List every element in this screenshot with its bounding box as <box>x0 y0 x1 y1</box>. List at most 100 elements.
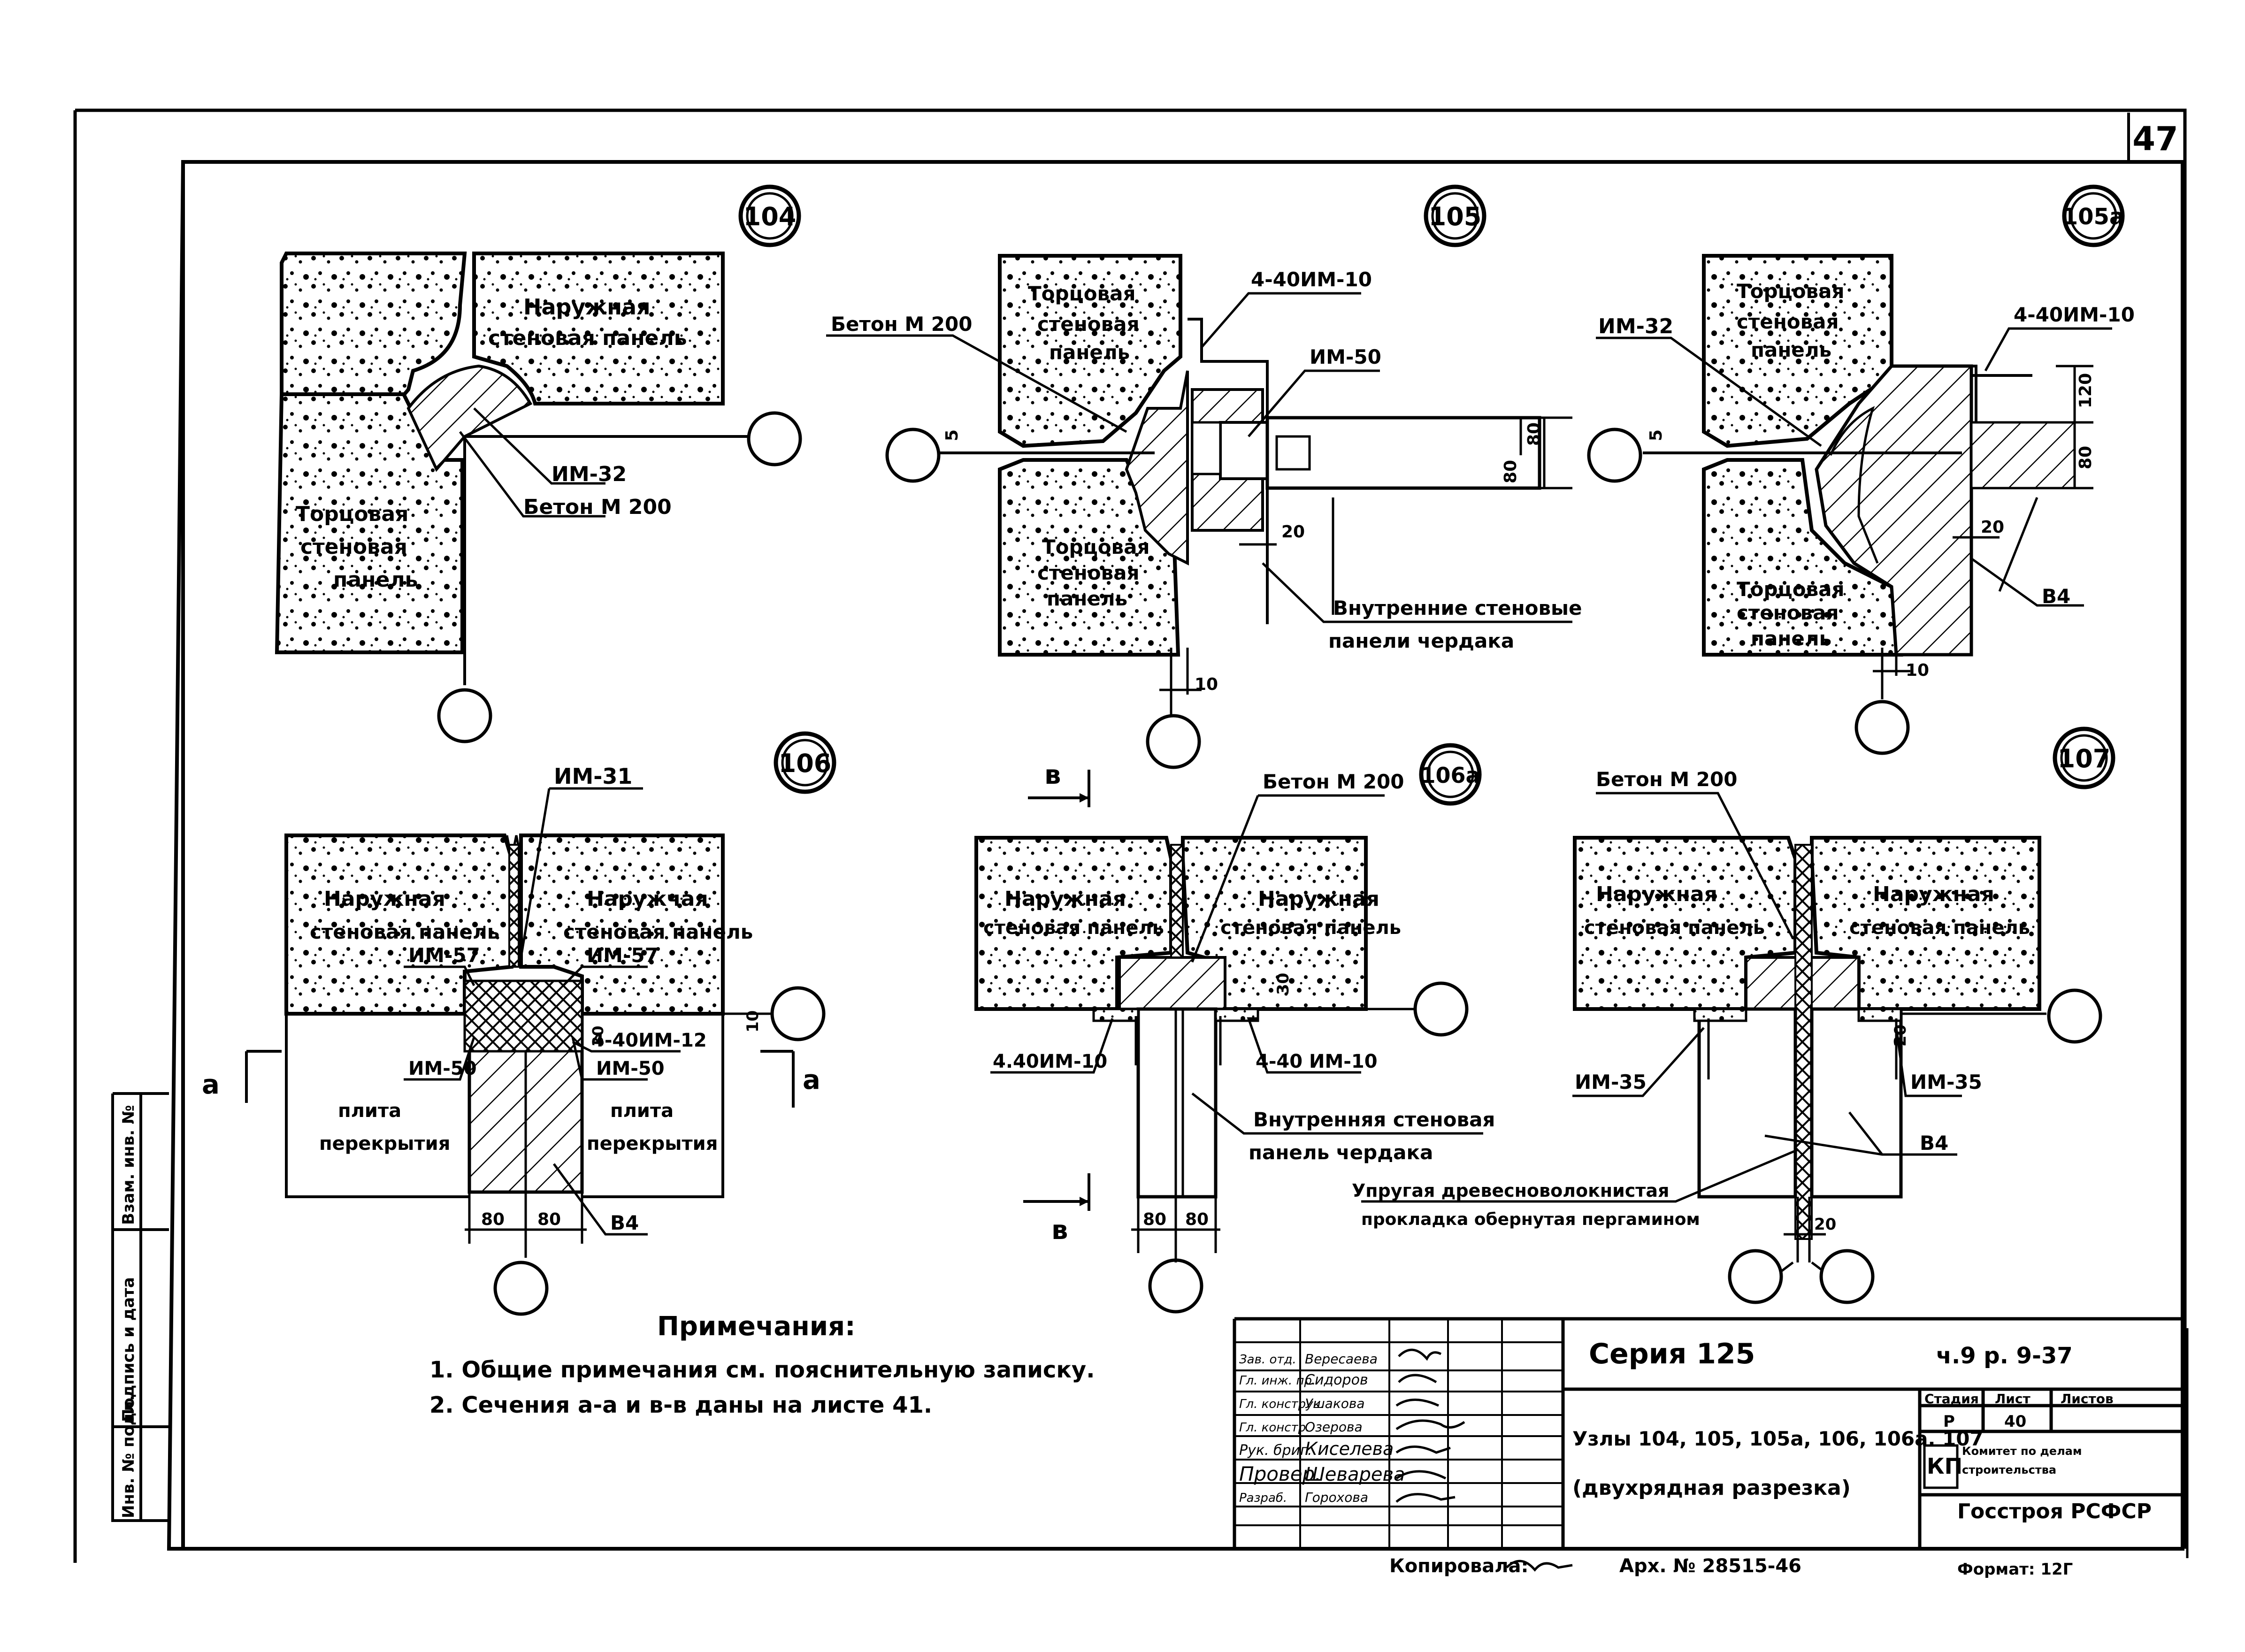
role-6: Провер. <box>1239 1462 1321 1485</box>
label-concrete: Бетон М 200 <box>523 495 672 519</box>
label-im31: ИМ-31 <box>554 764 632 789</box>
role-3: Гл. конструк. <box>1239 1397 1325 1411</box>
notes-line-1: 1. Общие примечания см. пояснительную за… <box>429 1357 1095 1383</box>
label-im-right: ИМ-35 <box>1910 1071 1982 1094</box>
node-marker: 105a <box>2062 204 2125 230</box>
node-106: 80 80 106 ИМ-31 Наружная стеновая панель… <box>202 731 836 1316</box>
label-end-panel-2: стеновая <box>300 535 407 559</box>
label-end-panel-top-1: Торцовая <box>1737 280 1844 303</box>
label-end-panel-top-3: панель <box>1049 341 1130 364</box>
label-im50-right: ИМ-50 <box>596 1058 665 1079</box>
stamp-signature-date: Подпись и дата <box>119 1277 138 1422</box>
label-inner-panels-1: Внутренние стеновые <box>1333 597 1582 620</box>
section-a-right: а <box>803 1065 820 1095</box>
label-im57-right: ИМ-57 <box>587 944 659 967</box>
label-im-right: 4-40 ИМ-10 <box>1256 1051 1378 1072</box>
label-end-panel-3: панель <box>333 568 418 592</box>
left-panel <box>974 836 1173 1011</box>
name-1: Вересаева <box>1305 1351 1378 1367</box>
label-right-panel-2: стеновая панель <box>1220 917 1401 939</box>
role-5: Рук. бриг. <box>1239 1442 1312 1459</box>
role-7: Разраб. <box>1239 1491 1287 1505</box>
dim-20: 20 <box>1981 518 2004 537</box>
label-end-panel-bottom-3: панель <box>1751 627 1831 650</box>
label-end-panel-top-2: стеновая <box>1037 313 1140 336</box>
notes-title: Примечания: <box>657 1311 855 1342</box>
sheet-number: 47 <box>2132 120 2178 158</box>
name-7: Горохова <box>1305 1490 1368 1505</box>
label-end-panel-bottom-1: Торцовая <box>1737 578 1844 601</box>
label-gasket-2: прокладка обернутая пергамином <box>1361 1210 1700 1229</box>
end-panel-top <box>998 254 1182 448</box>
label-left-panel-2: стеновая панель <box>310 920 499 943</box>
node-105a: 5 105a Торцовая стеновая панель Торцовая… <box>1587 184 2135 755</box>
dim-80b: 80 <box>1185 1210 1209 1229</box>
label-im-b: ИМ-50 <box>1310 345 1381 368</box>
dim-20: 20 <box>1281 522 1305 542</box>
label-left-panel-1: Наружная <box>324 887 445 911</box>
concrete-fill <box>1125 370 1189 566</box>
label-right-panel-1: Наружная <box>1258 887 1379 911</box>
part: ч.9 р. 9-37 <box>1936 1343 2073 1369</box>
im31-fill <box>508 844 520 968</box>
label-right-panel-1: Наружчая <box>587 887 708 911</box>
sheets-head: Листов <box>2061 1391 2114 1407</box>
section-b-top: в <box>1044 760 1061 790</box>
label-left-panel-1: Наружная <box>1596 882 1717 906</box>
right-panel <box>519 834 725 1016</box>
label-end-panel-bottom-2: стеновая <box>1737 601 1839 624</box>
archive-number: Арх. № 28515-46 <box>1619 1555 1801 1577</box>
dim-80a: 80 <box>1525 422 1544 446</box>
org-logo: КП <box>1927 1453 1962 1479</box>
label-slab-left-2: перекрытия <box>319 1133 450 1155</box>
concrete-fill <box>406 364 533 472</box>
label-inner-panel-2: панель чердака <box>1249 1141 1433 1164</box>
label-im40: 4-40ИМ-12 <box>591 1030 707 1051</box>
label-left-panel-1: Наружная <box>1004 887 1126 911</box>
node-marker: 105 <box>1429 202 1482 231</box>
end-panel <box>275 392 464 654</box>
org-line-1: Комитет по делам <box>1962 1445 2082 1458</box>
org-line-2: строительства <box>1962 1463 2056 1476</box>
sheet-frame <box>73 108 2187 1563</box>
title-block: Зав. отд. Гл. инж. пр. Гл. конструк. Гл.… <box>1233 1317 2189 1579</box>
role-1: Зав. отд. <box>1239 1353 1296 1367</box>
copied-label: Копировала: <box>1389 1555 1529 1577</box>
label-v4: В4 <box>610 1211 639 1234</box>
dim-10: 10 <box>743 1010 762 1032</box>
dim-80: 80 <box>2076 446 2095 469</box>
section-a-left: а <box>202 1070 220 1100</box>
label-slab-left-1: плита <box>338 1100 401 1122</box>
left-panel <box>1573 836 1797 1011</box>
role-2: Гл. инж. пр. <box>1239 1374 1316 1388</box>
label-slab-right-2: перекрытия <box>587 1133 718 1155</box>
node-107: 107 Бетон М 200 Наружная стеновая панель… <box>1352 727 2115 1304</box>
label-right-panel-2: стеновая панель <box>1849 917 2030 939</box>
drawing-subtitle: (двухрядная разрезка) <box>1572 1476 1851 1500</box>
label-outer-panel-1: Наружная <box>523 294 651 320</box>
slab-connection <box>463 979 583 1053</box>
wall-connection <box>1970 421 2076 489</box>
role-4: Гл. констр. <box>1239 1421 1310 1435</box>
name-3: Ушакова <box>1305 1396 1365 1411</box>
node-106a: 80 80 106a Бетон М 200 Наружная стеновая… <box>974 743 1495 1314</box>
drawing-title: Узлы 104, 105, 105а, 106, 106а, 107 <box>1572 1427 1984 1450</box>
concrete-fill <box>1118 956 1226 1010</box>
name-2: Сидоров <box>1305 1372 1368 1388</box>
dim-20a: 20 <box>1814 1215 1836 1234</box>
label-inner-panel-1: Внутренняя стеновая <box>1253 1108 1495 1131</box>
label-left-panel-2: стеновая панель <box>983 917 1164 939</box>
section-b-bottom: в <box>1051 1215 1068 1246</box>
label-end-panel-1: Торцовая <box>296 502 408 526</box>
org-logo-box <box>1923 1444 1959 1489</box>
label-end-panel-bottom-3: панель <box>1047 587 1127 610</box>
stamp-inv-podl: Инв. № подл. <box>119 1395 138 1518</box>
label-concrete: Бетон М 200 <box>1596 768 1737 791</box>
name-4: Озерова <box>1305 1419 1363 1435</box>
label-concrete: Бетон М 200 <box>831 313 972 336</box>
joint-fill <box>1170 844 1184 958</box>
org-name: Госстроя РСФСР <box>1957 1499 2152 1523</box>
stamp-replace-inv: Взам. инв. № <box>119 1105 138 1225</box>
notes-line-2: 2. Сечения а-а и в-в даны на листе 41. <box>429 1392 932 1418</box>
